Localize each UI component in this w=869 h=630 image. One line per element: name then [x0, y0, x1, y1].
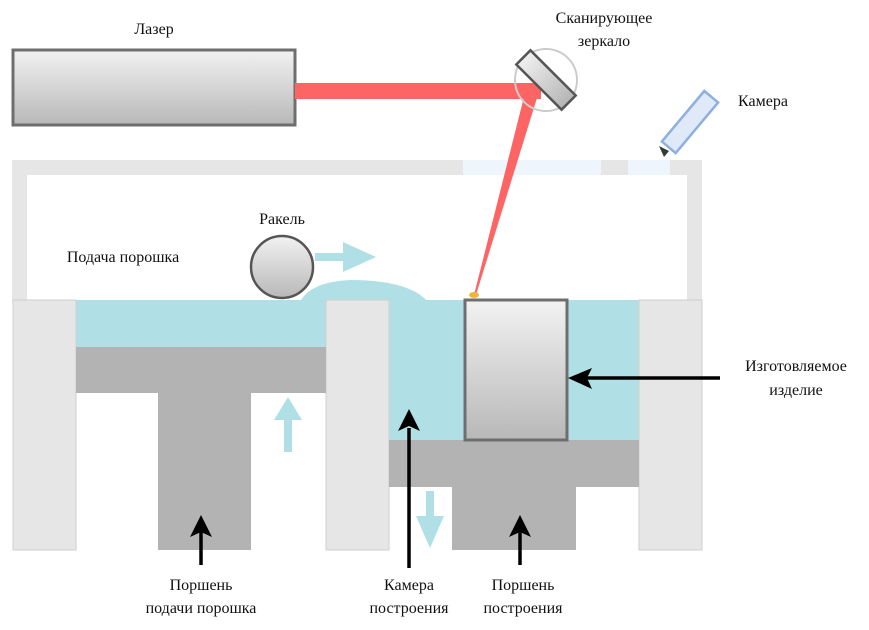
build-chamber-callout-arrow-icon — [398, 409, 420, 568]
part-label-line1: Изготовляемое — [745, 358, 847, 375]
melt-spot — [469, 292, 479, 298]
center-wall — [325, 299, 390, 551]
feed-piston-callout-arrow-icon — [190, 515, 212, 565]
labels: Лазер Сканирующее зеркало Камера Ракель … — [67, 10, 847, 617]
motion-arrows — [274, 242, 444, 548]
build-piston-plate — [389, 440, 639, 487]
camera-body — [660, 89, 720, 155]
callout-arrows — [190, 368, 720, 568]
chamber-window-laser — [463, 160, 601, 175]
recoater-direction-arrow-icon — [315, 242, 376, 272]
feed-piston-label-line1: Поршень — [170, 577, 233, 594]
mirror-label-line1: Сканирующее — [556, 10, 653, 27]
build-piston-callout-arrow-icon — [509, 515, 531, 565]
chamber-left-wall — [12, 160, 27, 302]
build-down-arrow-icon — [416, 491, 444, 548]
camera-label: Камера — [738, 93, 788, 110]
build-chamber-label-line2: построения — [369, 600, 449, 617]
powder-mound — [300, 280, 428, 302]
laser-source — [11, 48, 297, 127]
build-piston-label-line1: Поршень — [492, 577, 555, 594]
cylinder-walls — [12, 299, 703, 551]
camera — [659, 89, 720, 157]
feed-powder-bed — [76, 300, 326, 347]
chamber-right-wall — [687, 160, 702, 302]
recoater-roller — [249, 234, 315, 300]
fabricated-part — [463, 298, 569, 442]
scanning-mirror — [514, 48, 578, 112]
feed-up-arrow-icon — [274, 397, 302, 452]
build-chamber-label-line1: Камера — [384, 577, 434, 594]
laser-beam-horizontal — [295, 83, 541, 99]
laser-beam-deflected — [474, 85, 541, 295]
mirror-rotation-circle — [514, 48, 578, 112]
feed-piston-label-line2: подачи порошка — [146, 600, 257, 617]
camera-lens-icon — [659, 146, 669, 157]
build-piston-rod — [452, 487, 576, 550]
powder-feed-label: Подача порошка — [67, 249, 179, 266]
mirror-plate — [514, 48, 578, 112]
laser-label: Лазер — [134, 21, 173, 38]
feed-piston-plate — [76, 347, 326, 393]
build-piston — [389, 440, 639, 550]
mirror-label-line2: зеркало — [578, 33, 630, 50]
part-label-line2: изделие — [769, 382, 822, 399]
feed-cylinder-left-wall — [12, 299, 77, 551]
process-chamber — [12, 160, 702, 302]
feed-piston — [76, 347, 326, 550]
recoater-label: Ракель — [259, 211, 305, 228]
chamber-window-camera — [628, 160, 670, 175]
build-piston-label-line2: построения — [483, 600, 563, 617]
build-cylinder-right-wall — [638, 299, 703, 551]
part-callout-arrow-icon — [568, 368, 720, 389]
